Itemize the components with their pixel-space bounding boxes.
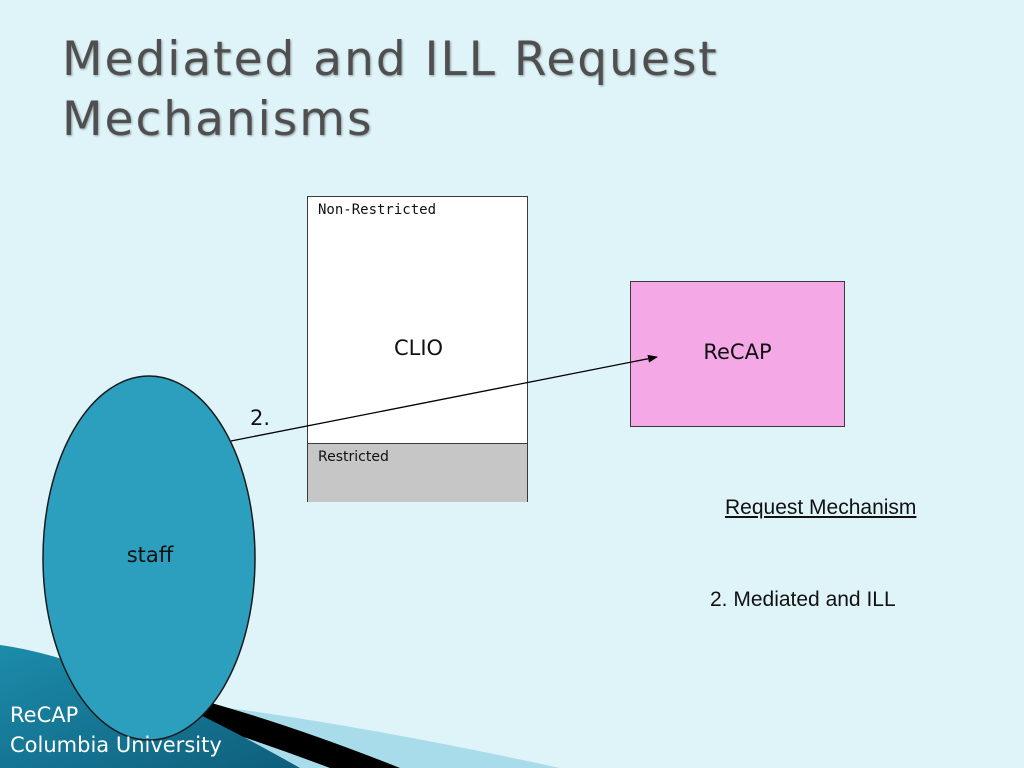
slide-title: Mediated and ILL Request Mechanisms	[62, 30, 782, 150]
footer: ReCAP Columbia University	[10, 700, 222, 760]
staff-label: staff	[126, 543, 174, 567]
footer-line-2: Columbia University	[10, 733, 222, 757]
slide-title-line-2: Mechanisms	[62, 92, 374, 147]
arrow-step-label: 2.	[250, 406, 271, 430]
request-arrow	[230, 354, 658, 442]
clio-box: Non-Restricted CLIO Restricted	[307, 196, 528, 502]
clio-restricted-section: Restricted	[308, 443, 527, 502]
recap-box: ReCAP	[630, 281, 845, 427]
clio-label: CLIO	[393, 336, 444, 360]
footer-line-1: ReCAP	[10, 703, 79, 727]
staff-ellipse	[42, 375, 256, 741]
legend-item: 2. Mediated and ILL	[710, 588, 896, 611]
clio-nonrestricted-label: Non-Restricted	[318, 202, 437, 218]
slide-title-line-1: Mediated and ILL Request	[62, 32, 719, 87]
clio-restricted-label: Restricted	[318, 449, 389, 465]
legend-heading: Request Mechanism	[725, 496, 917, 519]
recap-label: ReCAP	[703, 340, 772, 364]
